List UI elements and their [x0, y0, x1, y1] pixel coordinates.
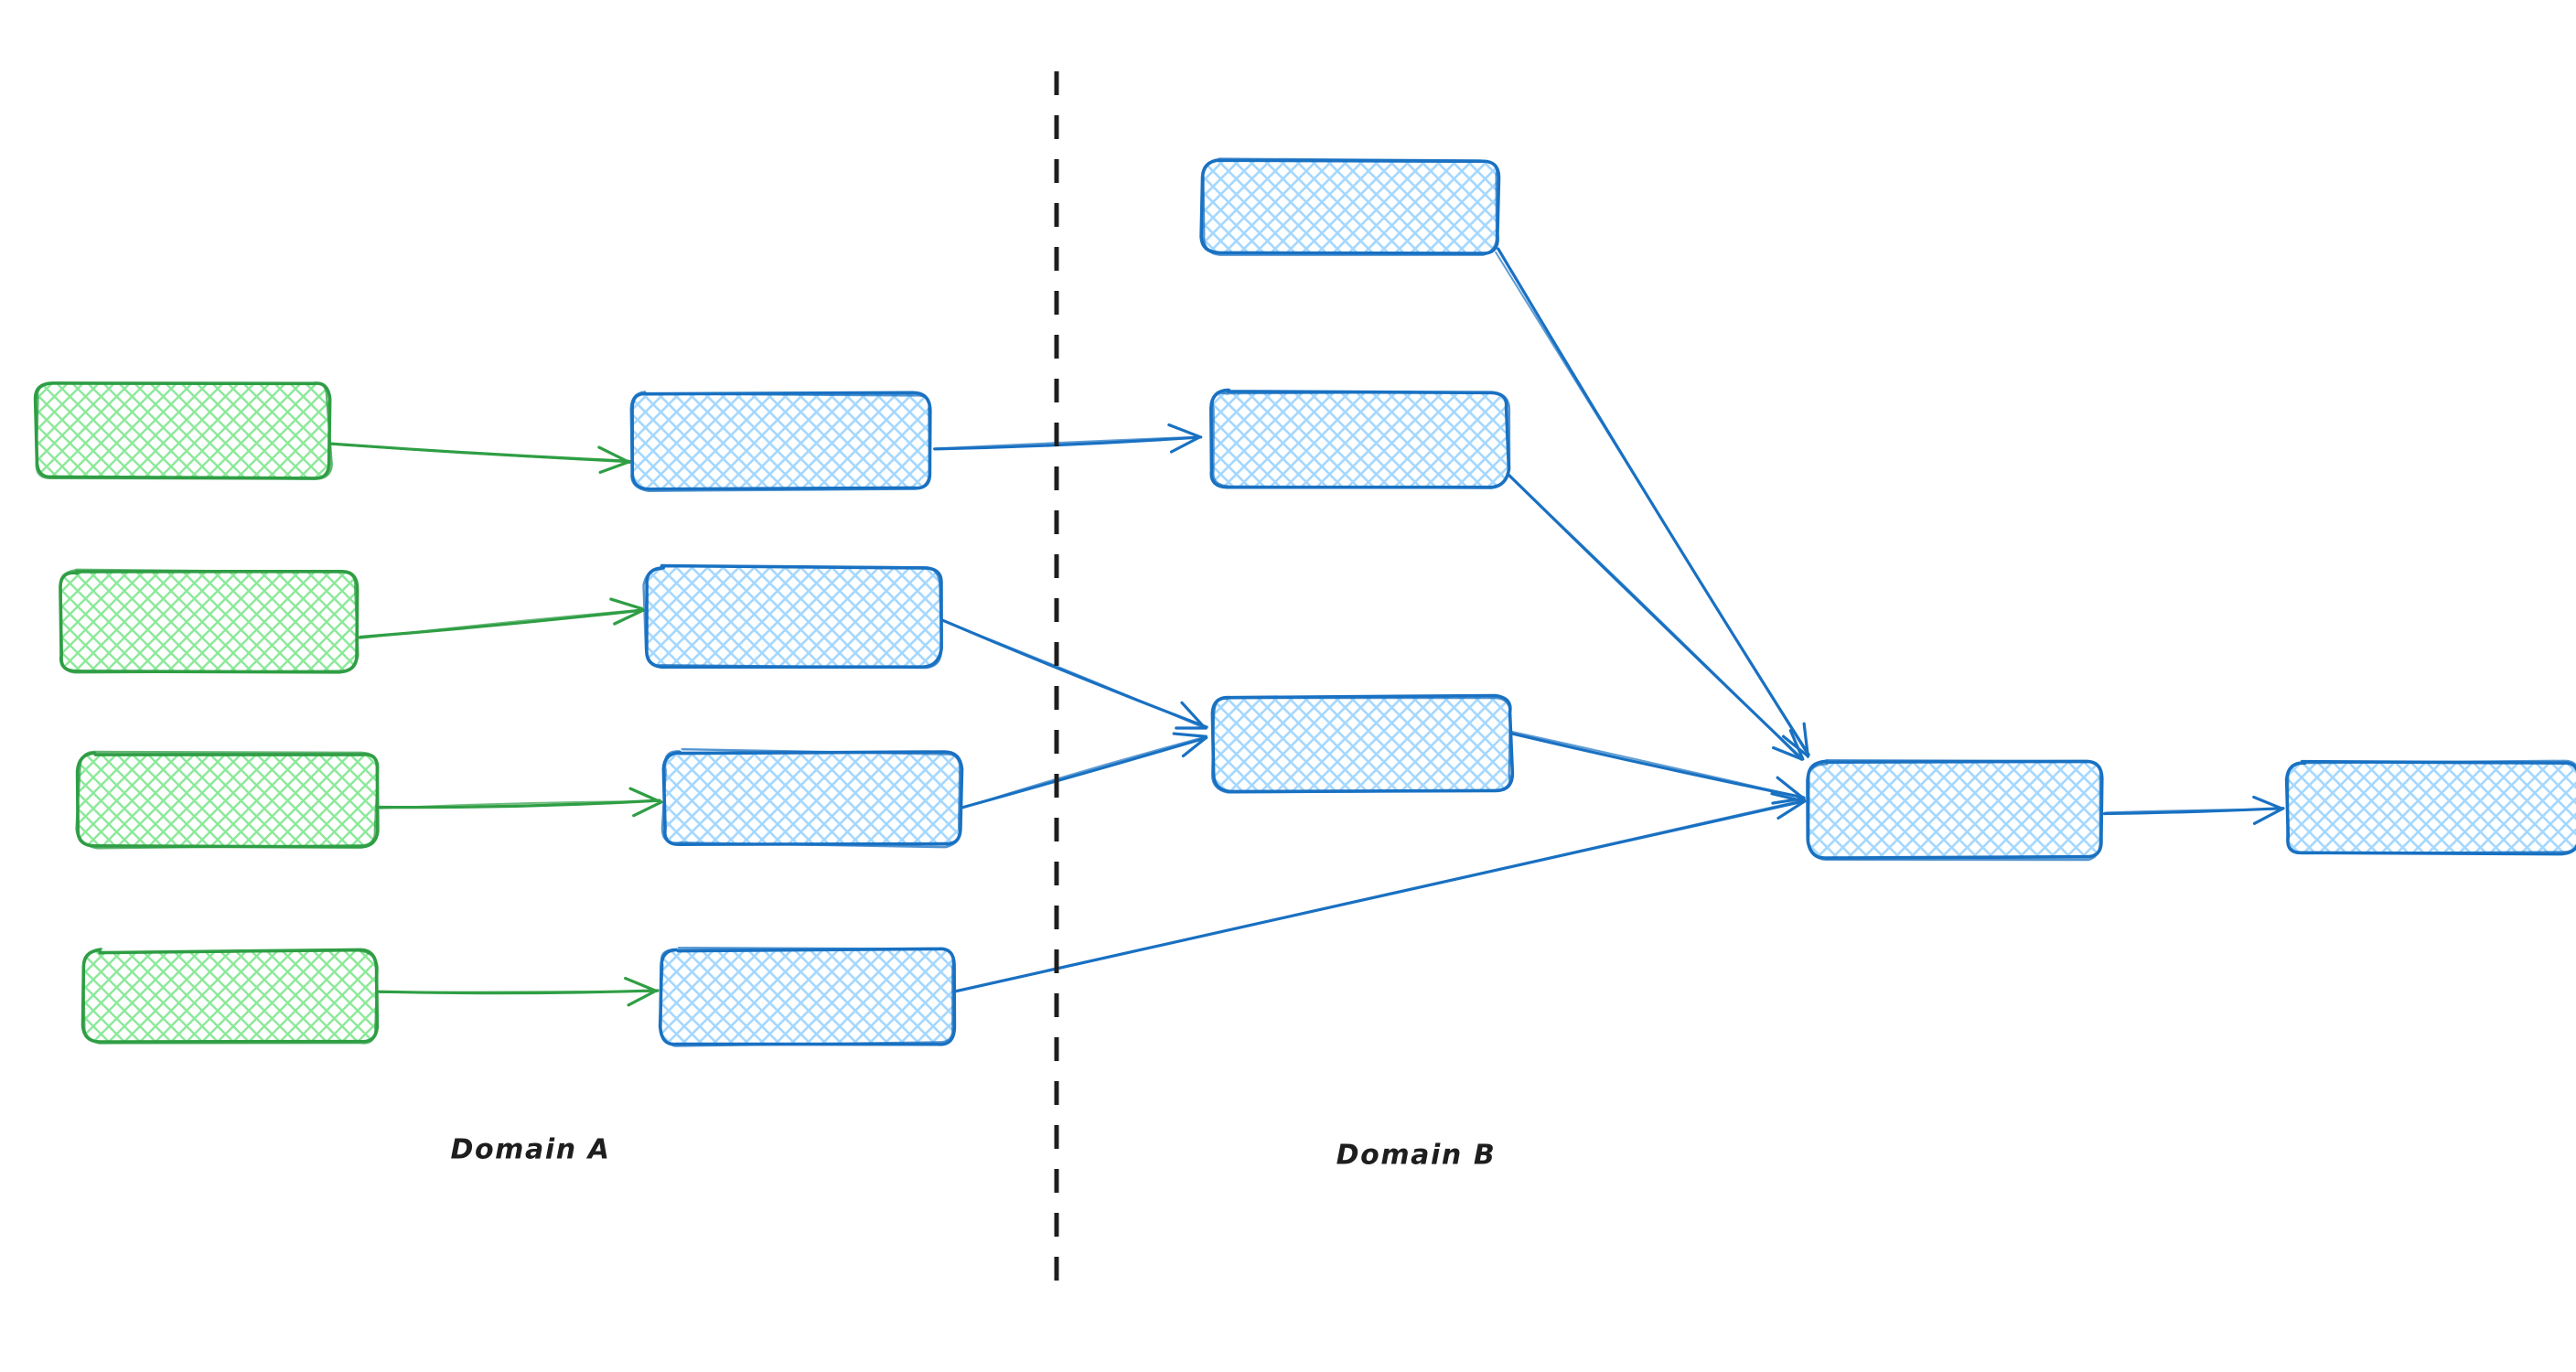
edge-line	[1506, 472, 1803, 762]
node-outline	[75, 750, 380, 850]
edge-a1-to-b1[interactable]	[329, 442, 632, 475]
node-outline	[658, 947, 955, 1047]
edge-layer	[329, 247, 2285, 1007]
edge-b3-to-c3[interactable]	[961, 732, 1208, 809]
edge-arrowhead	[627, 989, 658, 1007]
node-outline	[660, 747, 961, 849]
node-fill	[1202, 161, 1498, 252]
node-a3[interactable]	[75, 750, 380, 850]
edge-arrowhead	[1169, 435, 1201, 454]
edge-line	[358, 608, 643, 640]
edge-line	[933, 435, 1202, 450]
node-outline	[2286, 759, 2576, 855]
edge-arrowhead	[1776, 776, 1806, 800]
edge-line	[933, 435, 1203, 451]
edge-arrowhead	[624, 976, 658, 993]
edge-arrowhead	[2252, 795, 2284, 810]
node-fill	[1211, 391, 1508, 487]
node-a2[interactable]	[59, 568, 360, 674]
edge-arrowhead	[628, 787, 661, 803]
label-domain-b: Domain B	[1336, 1140, 1497, 1172]
edge-line	[955, 799, 1804, 993]
edge-arrowhead	[1180, 701, 1207, 730]
edge-arrowhead	[1181, 735, 1208, 758]
edge-arrowhead	[598, 459, 632, 475]
node-outline	[59, 568, 360, 674]
edge-arrowhead	[613, 608, 645, 626]
label-layer: Domain A Domain B	[450, 1134, 1497, 1172]
edge-line	[379, 990, 659, 993]
edge-line	[379, 799, 661, 809]
edge-line	[961, 735, 1207, 809]
node-b2[interactable]	[642, 563, 943, 670]
node-c1[interactable]	[1199, 157, 1501, 256]
edge-b4-to-d1[interactable]	[954, 792, 1807, 993]
node-fill	[84, 951, 377, 1043]
node-fill	[60, 572, 357, 672]
node-outline	[81, 948, 379, 1045]
edge-a2-to-b2[interactable]	[358, 597, 645, 640]
edge-c2-to-d1[interactable]	[1505, 471, 1805, 762]
node-outline	[629, 391, 931, 492]
edge-line	[1495, 251, 1809, 756]
node-outline	[642, 564, 943, 670]
node-c3[interactable]	[1210, 693, 1515, 794]
edge-arrowhead	[1771, 797, 1806, 805]
edge-line	[2104, 808, 2284, 814]
node-d1[interactable]	[1805, 758, 2104, 862]
node-fill	[646, 567, 940, 666]
label-domain-a: Domain A	[450, 1134, 610, 1166]
edge-b1-to-c2[interactable]	[933, 423, 1203, 454]
node-outline	[1201, 157, 1498, 256]
node-layer	[33, 157, 2576, 1047]
edge-arrowhead	[632, 800, 663, 818]
edge-arrowhead	[1802, 722, 1809, 758]
edge-d1-to-e1[interactable]	[2102, 795, 2285, 825]
edge-a3-to-b3[interactable]	[378, 787, 663, 818]
node-fill	[37, 382, 329, 478]
edge-a4-to-b4[interactable]	[376, 976, 660, 1007]
edge-line	[329, 442, 630, 463]
node-fill	[1213, 697, 1511, 790]
edge-line	[1497, 247, 1810, 756]
node-c2[interactable]	[1209, 388, 1511, 489]
edge-arrowhead	[1781, 734, 1809, 757]
node-b3[interactable]	[660, 747, 964, 849]
node-fill	[2287, 762, 2576, 853]
edge-line	[329, 443, 630, 464]
node-a4[interactable]	[80, 948, 380, 1045]
node-outline	[1211, 391, 1511, 489]
node-fill	[660, 949, 955, 1045]
edge-c1-to-d1[interactable]	[1495, 247, 1810, 758]
edge-arrowhead	[597, 445, 631, 465]
edge-arrowhead	[1776, 799, 1807, 820]
node-outline	[1805, 758, 2102, 862]
edge-line	[941, 619, 1206, 730]
node-fill	[79, 754, 377, 847]
edge-c3-to-d1[interactable]	[1508, 730, 1806, 805]
edge-b2-to-c3[interactable]	[939, 617, 1208, 730]
node-outline	[35, 381, 333, 480]
edge-line	[1508, 732, 1806, 799]
node-fill	[664, 752, 961, 845]
node-a1[interactable]	[33, 381, 333, 480]
node-b1[interactable]	[629, 391, 932, 492]
edge-arrowhead	[1788, 729, 1805, 761]
node-b4[interactable]	[658, 947, 957, 1047]
node-e1[interactable]	[2284, 759, 2576, 856]
edge-arrowhead	[1172, 732, 1208, 738]
edge-arrowhead	[1167, 423, 1201, 439]
node-outline	[1210, 696, 1512, 794]
node-fill	[1809, 762, 2102, 857]
edge-arrowhead	[609, 597, 644, 611]
node-fill	[631, 393, 929, 489]
edge-arrowhead	[2252, 807, 2285, 825]
edge-line	[1508, 730, 1806, 799]
edge-arrowhead	[1772, 745, 1804, 761]
